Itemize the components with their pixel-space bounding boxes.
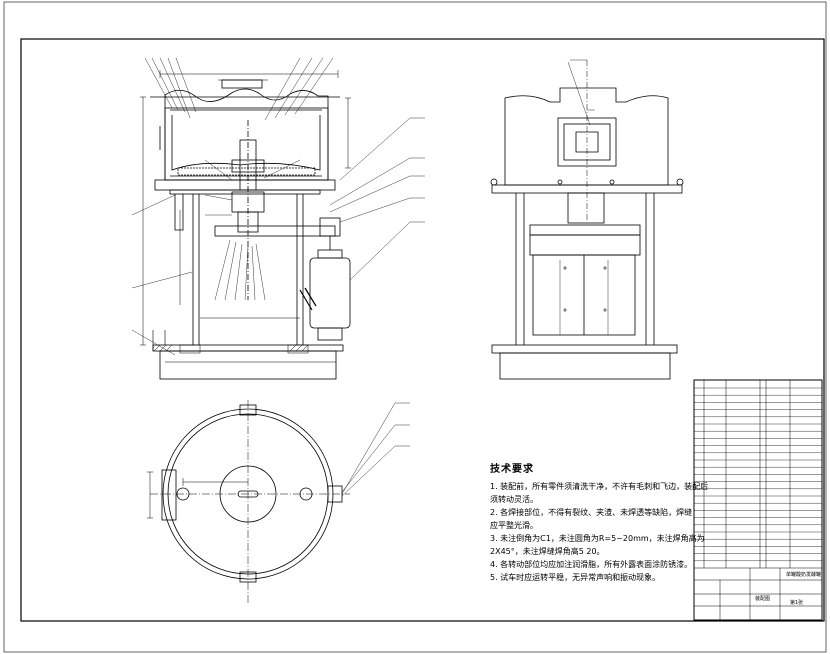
note-line: 须转动灵活。 <box>490 495 538 504</box>
note-line: 应平整光滑。 <box>490 521 538 530</box>
note-line: 1. 装配前，所有零件须清洗干净，不许有毛刺和飞边，装配后 <box>490 482 709 491</box>
top-view <box>147 400 410 605</box>
note-line: 5. 试车时应运转平稳，无异常声响和振动现象。 <box>490 573 661 582</box>
sheet-label: 第1张 <box>790 599 803 606</box>
technical-notes-title: 技术要求 <box>490 464 534 475</box>
note-line: 3. 未注倒角为C1，未注圆角为R=5~20mm，未注焊角高为 <box>490 534 705 543</box>
drawing-name: 单罐酸奶发酵罐 <box>786 571 821 578</box>
side-view <box>490 59 684 380</box>
title-block: 单罐酸奶发酵罐 装配图 第1张 <box>755 571 821 606</box>
drawing-code: 装配图 <box>755 595 770 602</box>
front-section-view <box>131 57 425 380</box>
note-line: 4. 各转动部位均应加注润滑脂，所有外露表面涂防锈漆。 <box>490 560 693 569</box>
parts-list <box>693 379 823 621</box>
note-line: 2. 各焊接部位，不得有裂纹、夹渣、未焊透等缺陷，焊缝 <box>490 508 693 517</box>
drawing-border <box>20 38 825 622</box>
note-line: 2X45°，未注焊缝焊角高5 20。 <box>490 547 605 556</box>
technical-notes: 技术要求 1. 装配前，所有零件须清洗干净，不许有毛刺和飞边，装配后 须转动灵活… <box>490 463 709 584</box>
